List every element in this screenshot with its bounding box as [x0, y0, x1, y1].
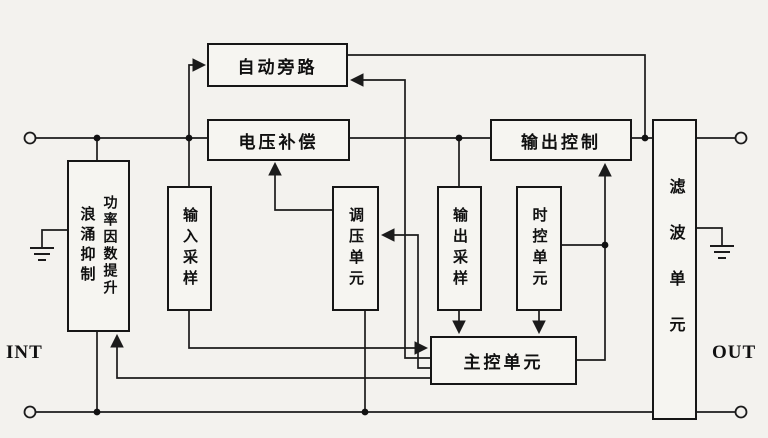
output-control-block: 输出控制 — [490, 119, 632, 161]
terminal-input-bottom — [23, 405, 37, 419]
output-sampling-label: 输出采样 — [451, 206, 468, 291]
surge-suppression-label: 浪涌抑制 — [78, 206, 96, 286]
regulator-unit-block: 调压单元 — [332, 186, 379, 311]
input-terminal-label: INT — [6, 342, 43, 363]
timer-unit-label: 时控单元 — [530, 206, 548, 291]
timer-unit-block: 时控单元 — [516, 186, 562, 311]
regulator-unit-label: 调压单元 — [347, 206, 364, 291]
auto-bypass-block: 自动旁路 — [207, 43, 348, 87]
voltage-compensation-block: 电压补偿 — [207, 119, 350, 161]
main-control-block: 主控单元 — [430, 336, 577, 385]
io-terminals — [23, 131, 748, 419]
ground-symbol-right — [710, 245, 734, 259]
junction-dots — [93, 134, 649, 416]
output-sampling-block: 输出采样 — [437, 186, 482, 311]
filter-unit-block: 滤波单元 — [652, 119, 697, 420]
input-sampling-block: 输入采样 — [167, 186, 212, 311]
bus-wires — [36, 137, 735, 413]
terminal-input-top — [23, 131, 37, 145]
filter-unit-label: 滤波单元 — [666, 177, 684, 362]
terminal-output-top — [734, 131, 748, 145]
ground-symbol-left — [30, 247, 54, 261]
output-terminal-label: OUT — [712, 342, 757, 363]
signal-wires — [41, 54, 723, 412]
terminal-output-bottom — [734, 405, 748, 419]
input-sampling-label: 输入采样 — [181, 206, 198, 291]
surge-pfc-block: 浪涌抑制 功率因数提升 — [67, 160, 130, 332]
pfc-boost-label: 功率因数提升 — [102, 195, 119, 297]
